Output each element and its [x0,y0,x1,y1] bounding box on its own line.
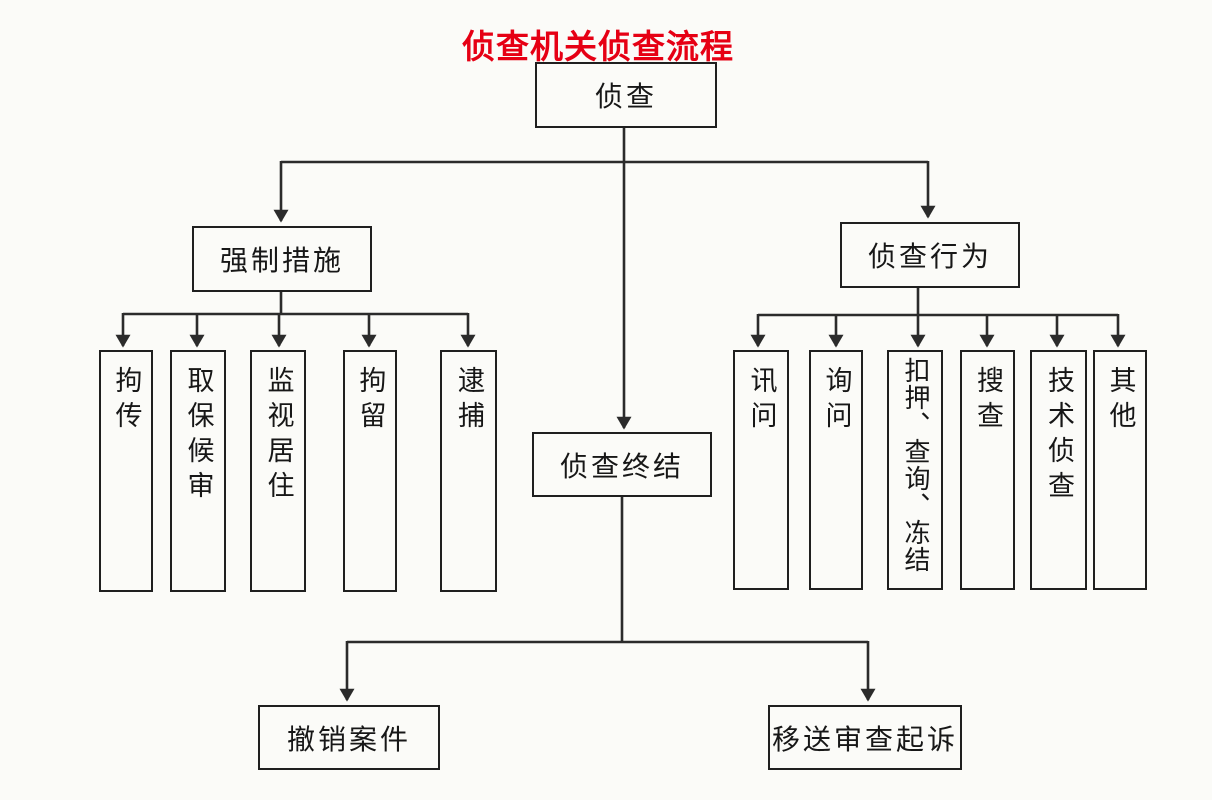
node-label: 技术侦查 [1044,366,1074,506]
node-interrogation: 讯问 [733,350,789,590]
node-detention-summons: 拘传 [99,350,153,592]
node-label: 拘传 [111,366,142,436]
node-investigation: 侦查 [535,62,717,128]
node-label: 监视居住 [263,366,294,506]
node-seizure-query-freeze: 扣押、查询、冻结 [887,350,943,590]
node-withdraw-case: 撤销案件 [258,705,440,770]
node-transfer-for-prosecution: 移送审查起诉 [768,705,962,770]
node-label: 搜查 [973,366,1003,436]
node-investigation-actions: 侦查行为 [840,222,1020,288]
node-compulsory-measures: 强制措施 [192,226,372,292]
node-label: 拘留 [355,366,386,436]
node-label: 讯问 [746,366,777,436]
node-search: 搜查 [960,350,1015,590]
node-bail-pending-trial: 取保候审 [170,350,226,592]
node-technical-investigation: 技术侦查 [1030,350,1087,590]
node-inquiry: 询问 [809,350,863,590]
node-label: 取保候审 [183,366,214,506]
page-title: 侦查机关侦查流程 [462,28,734,65]
node-label: 逮捕 [454,366,484,436]
node-label: 询问 [821,366,852,436]
node-label: 扣押、查询、冻结 [901,357,930,573]
node-detention: 拘留 [343,350,397,592]
node-label: 其他 [1105,366,1136,436]
node-residential-surveillance: 监视居住 [250,350,306,592]
node-investigation-conclusion: 侦查终结 [532,432,712,497]
node-arrest: 逮捕 [440,350,497,592]
node-other: 其他 [1093,350,1147,590]
